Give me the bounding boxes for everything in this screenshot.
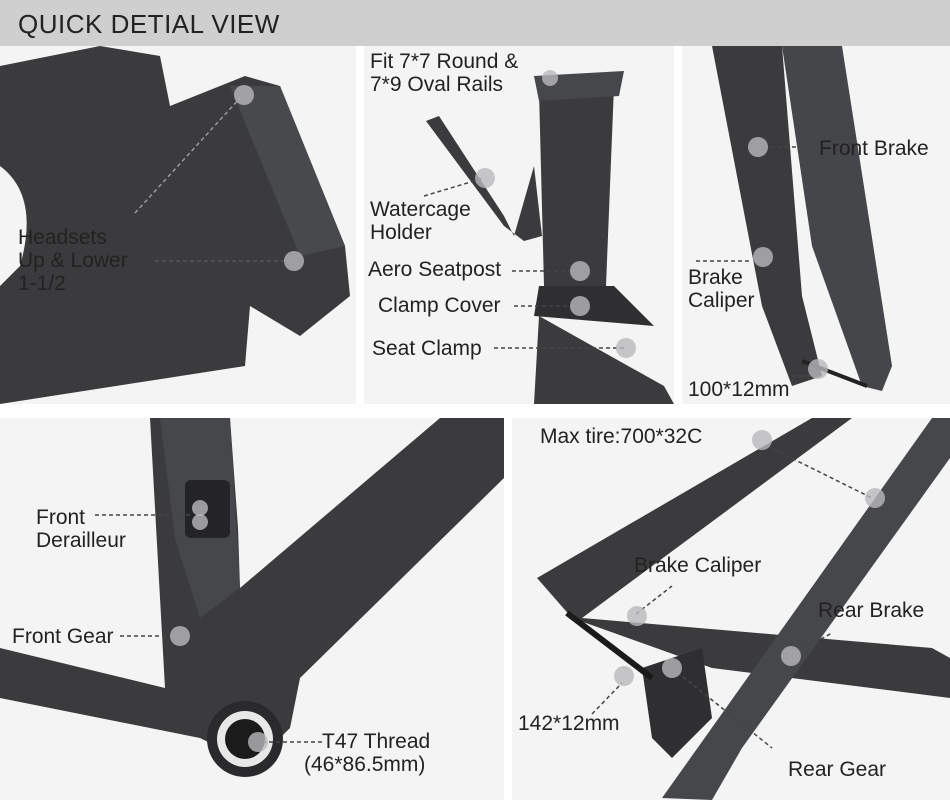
rear-brake-label: Rear Brake [818, 599, 925, 622]
marker-dot [248, 732, 268, 752]
rear-gear-label: Rear Gear [788, 758, 887, 781]
marker-dot [616, 338, 636, 358]
watercage-label-line1: Watercage [370, 198, 471, 221]
marker-dot [627, 606, 647, 626]
rear-triangle-image [537, 418, 950, 800]
headsets-label: Headsets Up & Lower 1-1/2 [18, 226, 128, 295]
marker-dot [808, 359, 828, 379]
front-brake-label: Front Brake [819, 137, 929, 160]
rear-brake-caliper-label: Brake Caliper [634, 554, 762, 577]
thread-label-line1: T47 Thread [322, 730, 431, 753]
marker-dot [781, 646, 801, 666]
marker-dot [475, 168, 495, 188]
front-gear-label: Front Gear [12, 625, 114, 648]
max-tire-label: Max tire:700*32C [540, 425, 703, 448]
head-tube-image [0, 46, 350, 404]
brake-caliper-label-line1: Brake [688, 266, 743, 289]
seatpost-image [423, 70, 674, 404]
headsets-label-line2: Up & Lower [18, 249, 128, 272]
watercage-label: Watercage Holder [370, 198, 471, 244]
clamp-cover-label: Clamp Cover [378, 294, 501, 317]
aero-seatpost-label: Aero Seatpost [368, 258, 502, 281]
panel-bottom-bracket: Front Derailleur Front Gear T47 Thread (… [0, 418, 504, 800]
watercage-label-line2: Holder [370, 221, 432, 244]
headsets-label-line3: 1-1/2 [18, 272, 66, 295]
bottom-bracket-image [0, 418, 504, 777]
marker-dot [234, 85, 254, 105]
rails-label-line1: Fit 7*7 Round & [370, 50, 519, 73]
marker-dot [752, 430, 772, 450]
marker-dot [284, 251, 304, 271]
front-axle-label: 100*12mm [688, 378, 790, 401]
panel-seatpost: Fit 7*7 Round & 7*9 Oval Rails Watercage… [364, 46, 674, 404]
brake-caliper-label: Brake Caliper [688, 266, 755, 312]
thread-label: T47 Thread (46*86.5mm) [304, 730, 430, 776]
header-bar: QUICK DETIAL VIEW [0, 0, 950, 46]
marker-dot [570, 261, 590, 281]
marker-dot [865, 488, 885, 508]
thread-label-line2: (46*86.5mm) [304, 753, 426, 776]
panel-head-tube: Headsets Up & Lower 1-1/2 [0, 46, 356, 404]
fork-image [696, 46, 892, 391]
front-derailleur-label: Front Derailleur [36, 506, 126, 552]
header-title: QUICK DETIAL VIEW [18, 9, 280, 39]
rails-label: Fit 7*7 Round & 7*9 Oval Rails [370, 50, 518, 96]
panel-rear: Max tire:700*32C Brake Caliper Rear Brak… [512, 418, 950, 800]
marker-dot [662, 658, 682, 678]
marker-dot [614, 666, 634, 686]
marker-dot [170, 626, 190, 646]
marker-dot [570, 296, 590, 316]
panel-fork: Front Brake Brake Caliper 100*12mm [682, 46, 950, 404]
marker-dot [192, 514, 208, 530]
marker-dot [748, 137, 768, 157]
front-derailleur-label-line2: Derailleur [36, 529, 126, 552]
marker-dot [542, 70, 558, 86]
rails-label-line2: 7*9 Oval Rails [370, 73, 504, 96]
headsets-label-line1: Headsets [18, 226, 107, 249]
seat-clamp-label: Seat Clamp [372, 337, 482, 360]
marker-dot [753, 247, 773, 267]
rear-axle-label: 142*12mm [518, 712, 620, 735]
brake-caliper-label-line2: Caliper [688, 289, 755, 312]
marker-dot [192, 500, 208, 516]
front-derailleur-label-line1: Front [36, 506, 86, 529]
